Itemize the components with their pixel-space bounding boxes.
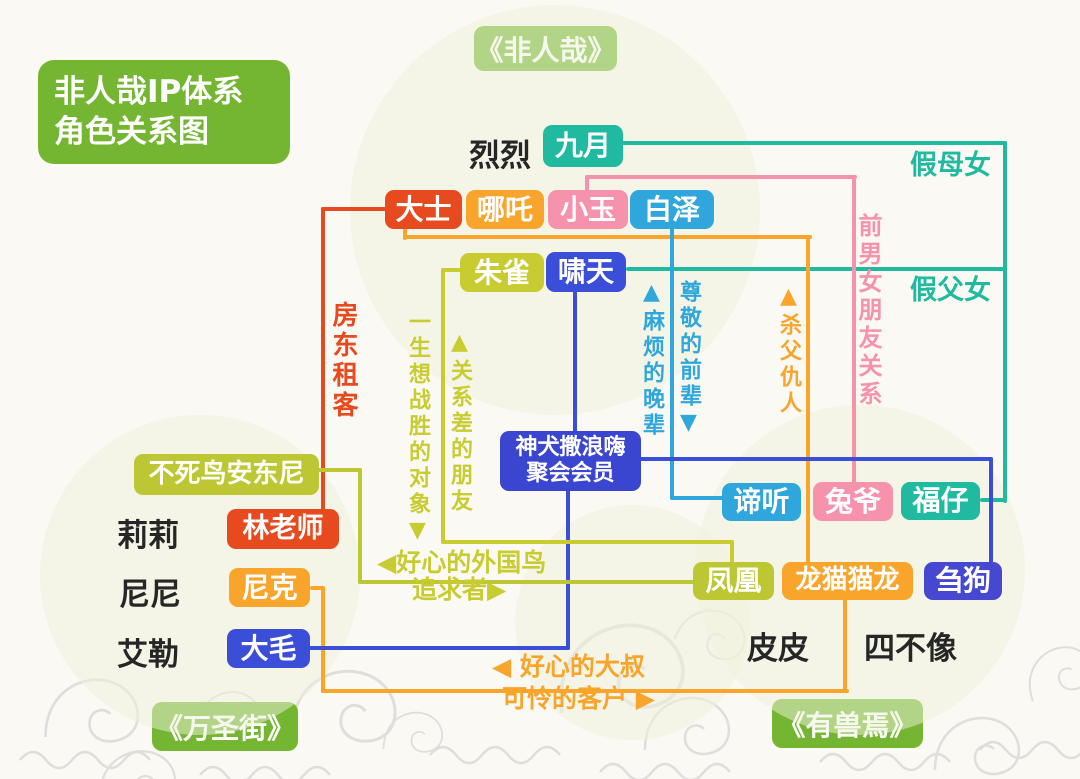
node-baize: 白泽 (630, 190, 714, 229)
node-lin-laoshi: 林老师 (227, 509, 339, 549)
label-zhuiqiuzhe: 追求者▶ (412, 575, 507, 604)
node-fuzai: 福仔 (901, 482, 980, 520)
node-nezha: 哪吒 (466, 190, 544, 229)
node-jiuyue: 九月 (543, 125, 623, 167)
line-nike-v (321, 586, 325, 693)
line-diting-h (670, 496, 724, 500)
line-xiaotian-v (573, 291, 577, 433)
line-longmao-v (843, 599, 847, 693)
node-xiaoyu: 小玉 (548, 190, 628, 229)
name-pipi: 皮皮 (747, 631, 809, 667)
name-aile: 艾勒 (117, 637, 179, 673)
node-nike: 尼克 (229, 568, 310, 607)
node-chugou: 刍狗 (924, 562, 1002, 600)
label-zunjing-qianbei: 尊敬的前辈▼ (676, 280, 701, 439)
background-circle (515, 505, 750, 740)
line-nezha-h (403, 235, 812, 239)
infographic-title: 非人哉IP体系 角色关系图 (38, 60, 290, 164)
label-kelian-kehu: 可怜的客户 ▶ (502, 684, 655, 713)
line-chugou-v (989, 457, 993, 565)
line-fenghuang-v (730, 540, 734, 565)
line-jiamunv-h (621, 141, 1007, 145)
label-mafan-wanbei: ▲麻烦的晚辈 (639, 280, 664, 439)
line-zhuque-stub (441, 268, 462, 272)
line-zhuque-v (441, 268, 445, 544)
node-diting: 谛听 (722, 483, 801, 521)
label-jia-funv: 假父女 (910, 275, 991, 306)
line-jiafunv-h (626, 267, 1007, 271)
line-anthony-v (358, 468, 362, 584)
line-dashu-h (321, 689, 849, 693)
title-line-1: 非人哉IP体系 (54, 73, 244, 110)
title-line-2: 角色关系图 (54, 114, 209, 150)
name-lielie: 烈烈 (469, 138, 531, 174)
name-lili: 莉莉 (117, 518, 179, 554)
line-anthony-stub (317, 468, 362, 472)
line-damao-h (308, 646, 570, 650)
line-group-right-h (639, 457, 993, 461)
node-longmaomaolong: 龙猫猫龙 (782, 562, 913, 600)
line-teal-v (1003, 141, 1007, 503)
line-baize-v (670, 228, 674, 500)
line-nike-stub (310, 586, 325, 590)
node-dashi: 大士 (385, 190, 462, 229)
node-zhuque: 朱雀 (460, 253, 544, 292)
line-pink-h (585, 175, 857, 179)
label-jia-munv: 假母女 (910, 150, 991, 181)
label-haoxin-dashu: ◀ 好心的大叔 (492, 652, 645, 681)
line-anthony-h (358, 580, 697, 584)
line-dashi-h (321, 207, 387, 211)
label-fangdong-zuke: 房东租客 (328, 301, 358, 421)
label-guanxicha: ▲关系差的朋友 (447, 330, 472, 515)
line-zhuque-h (441, 540, 734, 544)
node-damao: 大毛 (227, 629, 310, 668)
node-fenghuang: 凤凰 (693, 562, 774, 600)
line-pink-v (852, 175, 856, 485)
node-tuye: 兔爷 (813, 482, 893, 521)
name-nini: 尼尼 (119, 577, 181, 613)
line-xiaoyu-stub (585, 175, 589, 193)
label-shafu-chouren: ▲杀父仇人 (776, 284, 801, 417)
line-red-v (321, 207, 325, 512)
line-fuzai-h (980, 498, 1007, 502)
line-shafu-v (806, 235, 810, 565)
node-shenquan-group: 神犬撒浪嗨 聚会会员 (500, 431, 641, 491)
node-xiaotian: 啸天 (546, 252, 626, 292)
node-anthony: 不死鸟安东尼 (134, 454, 319, 495)
label-waiguo-niao: ◀好心的外国鸟 (377, 548, 547, 577)
line-group-bottom-v (566, 488, 570, 650)
name-sibuxiang: 四不像 (864, 631, 957, 667)
label-qian-nannv: 前男女朋友关系 (854, 213, 882, 409)
line-nezha-stub (403, 228, 407, 240)
label-yisheng: 一生想战胜的对象▼ (405, 310, 430, 547)
